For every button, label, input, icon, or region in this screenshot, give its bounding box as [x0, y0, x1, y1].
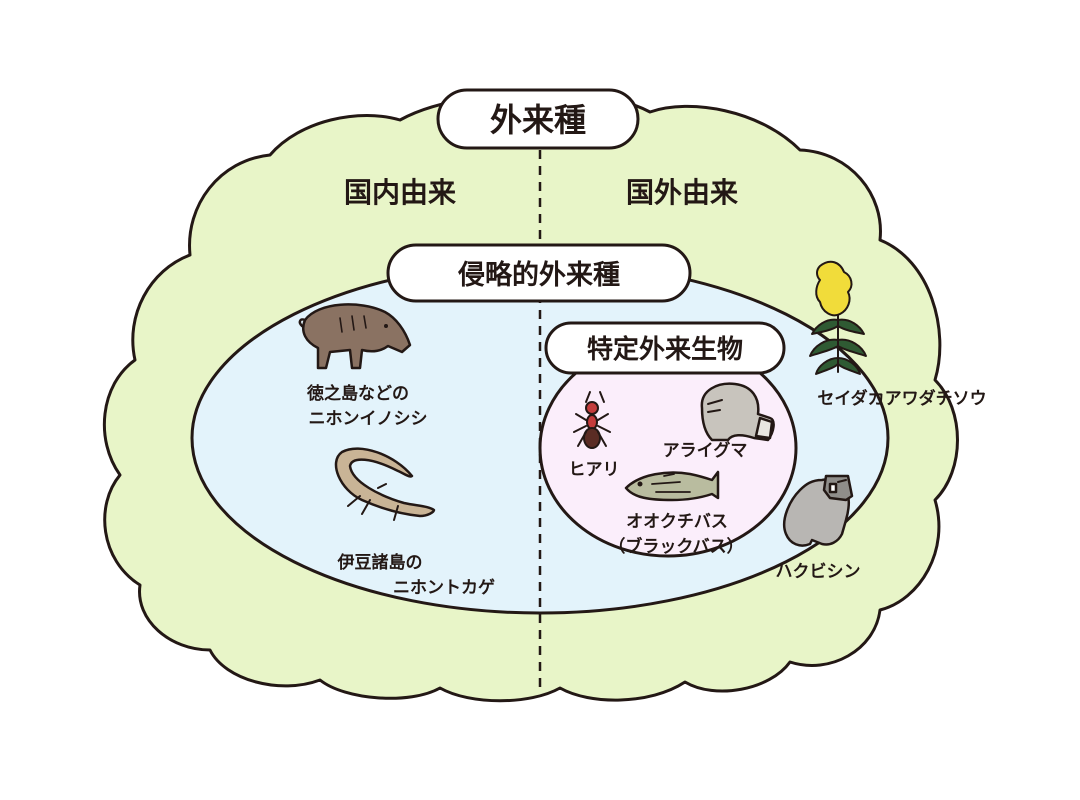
wild-boar-icon	[298, 303, 412, 370]
title-pill	[436, 88, 640, 150]
diagram-title: 外来種	[490, 101, 586, 139]
domestic-origin-label: 国内由来	[344, 176, 456, 209]
raccoon-icon	[700, 382, 775, 442]
goldenrod-label: セイダカアワダチソウ	[817, 388, 986, 409]
invasive-label: 侵略的外来種	[457, 259, 620, 291]
boar-label-line1: 徳之島などの	[306, 383, 409, 404]
goldenrod-icon	[809, 260, 867, 375]
specified-label: 特定外来生物	[587, 334, 743, 365]
bass-fish-icon	[624, 470, 720, 502]
fire-ant-label: ヒアリ	[569, 460, 620, 480]
boar-label-line2: ニホンイノシシ	[309, 409, 428, 429]
lizard-icon	[334, 447, 436, 521]
bass-label-line2: （ブラックバス）	[608, 536, 743, 557]
foreign-origin-label: 国外由来	[626, 176, 738, 209]
fire-ant-icon	[573, 391, 611, 449]
lizard-label-line1: 伊豆諸島の	[337, 552, 423, 573]
civet-icon	[783, 474, 854, 547]
raccoon-label: アライグマ	[663, 440, 748, 461]
specified-pill	[544, 321, 786, 375]
bass-label-line1: オオクチバス	[626, 512, 728, 532]
invasive-pill	[386, 243, 692, 303]
civet-label: ハクビシン	[776, 562, 861, 582]
lizard-label-line2: ニホントカゲ	[393, 577, 495, 598]
